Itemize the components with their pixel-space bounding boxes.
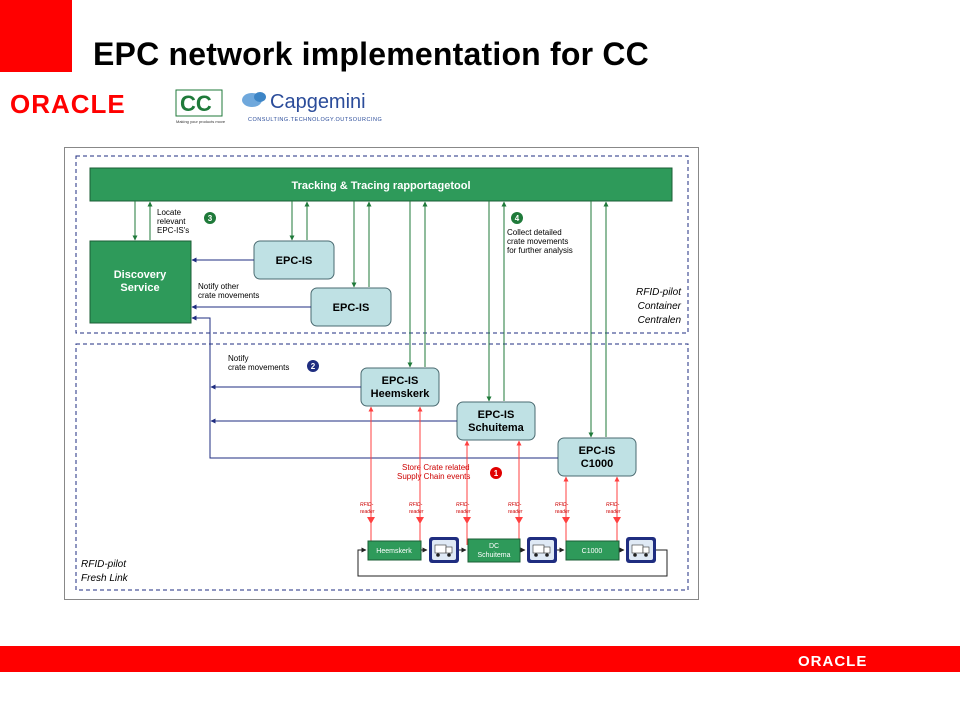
discovery-service-box (89, 240, 192, 324)
page-title: EPC network implementation for CC (93, 36, 649, 72)
capgemini-tagline: CONSULTING.TECHNOLOGY.OUTSOURCING (248, 117, 382, 123)
step3-badge (204, 212, 216, 224)
rfid-reader-4-label: RFID- (508, 502, 522, 508)
truck-icon (527, 537, 557, 563)
notify-line2: crate movements (228, 363, 289, 372)
step4-line2: crate movements (507, 237, 568, 246)
epcis-c1000-line2: C1000 (581, 458, 613, 470)
chain-heemskerk-label: Heemskerk (376, 548, 412, 555)
capgemini-logo: Capgemini CONSULTING.TECHNOLOGY.OUTSOURC… (242, 91, 382, 123)
partner-logos: ORACLE CC Making your products move Capg… (10, 89, 382, 124)
store-line1: Store Crate related (402, 463, 470, 472)
cc-logo-mark: CC (180, 91, 212, 116)
region-cc-line2: Container (638, 301, 682, 312)
rfid-reader-3-sublabel: reader (456, 509, 471, 515)
capgemini-wordmark: Capgemini (270, 91, 366, 113)
step3-line1: Locate (157, 208, 182, 217)
rfid-reader-3-label: RFID- (456, 502, 470, 508)
epcis-c1000-box (557, 437, 637, 477)
epcis-heemskerk-line2: Heemskerk (371, 388, 431, 400)
truck-icon (626, 537, 656, 563)
truck-icon (429, 537, 459, 563)
cc-logo: CC Making your products move (175, 89, 226, 124)
region-fresh-line1: RFID-pilot (81, 559, 127, 570)
rfid-reader-3: RFID- reader (456, 502, 471, 545)
epc-network-diagram: Tracking & Tracing rapportagetool Discov… (64, 147, 699, 600)
chain-c1000-label: C1000 (582, 548, 603, 555)
rfid-reader-4-sublabel: reader (508, 509, 523, 515)
oracle-logo: ORACLE (10, 89, 126, 119)
tracking-tool-label: Tracking & Tracing rapportagetool (291, 180, 470, 192)
epcis-schuitema-line1: EPC-IS (478, 409, 515, 421)
discovery-service-line1: Discovery (114, 269, 167, 281)
step2-number: 2 (311, 362, 316, 371)
region-fresh-link (75, 343, 689, 591)
region-cc-line3: Centralen (638, 315, 682, 326)
epcis-c1000-line1: EPC-IS (579, 445, 616, 457)
notify-other-line2: crate movements (198, 291, 259, 300)
return-loop-line (357, 547, 668, 577)
footer-oracle-logo: ORACLE (798, 653, 867, 668)
step1-badge (490, 467, 502, 479)
notify-other-line1: Notify other (198, 282, 239, 291)
step2-badge (307, 360, 319, 372)
region-cc-line1: RFID-pilot (636, 287, 682, 298)
red-corner-block (0, 0, 72, 72)
discovery-service-line2: Service (120, 282, 159, 294)
step4-line3: for further analysis (507, 246, 573, 255)
region-fresh-line2: Fresh Link (81, 573, 129, 584)
chain-dc-label: DC (489, 543, 499, 550)
epcis-schuitema-box (456, 401, 536, 441)
chain-schuitema-label: Schuitema (477, 552, 510, 559)
step1-number: 1 (494, 469, 499, 478)
step3-line3: EPC-IS's (157, 226, 189, 235)
step4-badge (511, 212, 523, 224)
cc-logo-tagline: Making your products move (176, 119, 226, 124)
rfid-reader-2-sublabel: reader (409, 509, 424, 515)
rfid-reader-1-sublabel: reader (360, 509, 375, 515)
epcis-heemskerk-line1: EPC-IS (382, 375, 419, 387)
region-container-centralen (75, 155, 689, 334)
rfid-reader-6-label: RFID- (606, 502, 620, 508)
step4-line1: Collect detailed (507, 228, 562, 237)
rfid-reader-5-label: RFID- (555, 502, 569, 508)
step4-number: 4 (515, 214, 520, 223)
rfid-reader-2-label: RFID- (409, 502, 423, 508)
epcis-box-1-label: EPC-IS (276, 255, 313, 267)
store-line2: Supply Chain events (397, 472, 470, 481)
notify-line1: Notify (228, 354, 248, 363)
footer-oracle-wordmark: ORACLE (798, 653, 867, 668)
step3-number: 3 (208, 214, 213, 223)
epcis-heemskerk-box (360, 367, 440, 407)
footer-bar (0, 646, 960, 672)
notify-bus-line (191, 315, 558, 459)
rfid-reader-5-sublabel: reader (555, 509, 570, 515)
epcis-schuitema-line2: Schuitema (468, 422, 525, 434)
step3-line2: relevant (157, 217, 186, 226)
epcis-box-2-label: EPC-IS (333, 302, 370, 314)
tracking-tool-box (89, 167, 673, 202)
rfid-reader-6-sublabel: reader (606, 509, 621, 515)
rfid-reader-1-label: RFID- (360, 502, 374, 508)
